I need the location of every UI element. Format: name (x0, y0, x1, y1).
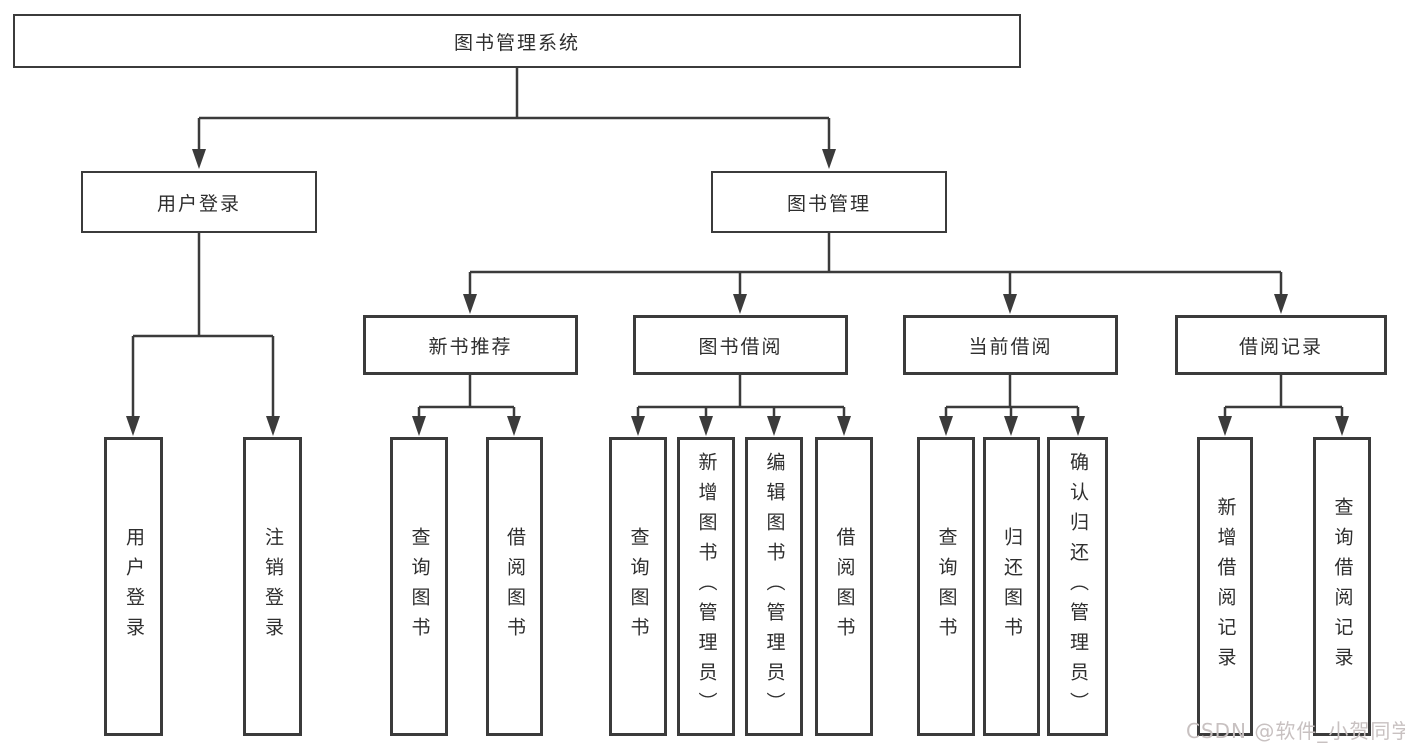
node-book-management-label: 图书管理 (786, 192, 871, 215)
leaf-logout: 注销登录 (243, 437, 302, 736)
leaf-confirm-return-admin-label: 确认归还（管理员） (1067, 451, 1089, 722)
node-current-borrow-label: 当前借阅 (968, 335, 1053, 358)
leaf-add-books-admin: 新增图书（管理员） (677, 437, 735, 736)
node-root-system-label: 图书管理系统 (453, 31, 580, 54)
leaf-query-books-current: 查询图书 (917, 437, 975, 736)
leaf-edit-books-admin: 编辑图书（管理员） (745, 437, 803, 736)
leaf-logout-label: 注销登录 (262, 526, 284, 647)
leaf-borrow-books-recommend: 借阅图书 (486, 437, 543, 736)
leaf-add-books-admin-label: 新增图书（管理员） (695, 451, 718, 722)
node-root-system: 图书管理系统 (13, 14, 1021, 68)
leaf-query-books-borrow-label: 查询图书 (627, 526, 650, 647)
node-book-borrow: 图书借阅 (633, 315, 848, 375)
leaf-confirm-return-admin: 确认归还（管理员） (1047, 437, 1108, 736)
leaf-query-borrow-record: 查询借阅记录 (1313, 437, 1371, 736)
leaf-query-books-current-label: 查询图书 (935, 526, 958, 647)
node-current-borrow: 当前借阅 (903, 315, 1118, 375)
leaf-query-books-recommend: 查询图书 (390, 437, 448, 736)
leaf-query-books-borrow: 查询图书 (609, 437, 667, 736)
leaf-return-books-label: 归还图书 (1001, 526, 1023, 647)
node-new-book-recommend-label: 新书推荐 (428, 335, 513, 358)
leaf-add-borrow-record: 新增借阅记录 (1197, 437, 1253, 736)
leaf-borrow-books-recommend-label: 借阅图书 (504, 526, 526, 647)
leaf-edit-books-admin-label: 编辑图书（管理员） (763, 451, 786, 722)
leaf-user-login: 用户登录 (104, 437, 163, 736)
csdn-watermark: CSDN @软件_小贺同学 (1186, 719, 1405, 743)
node-user-login-label: 用户登录 (156, 192, 241, 215)
leaf-borrow-books-label: 借阅图书 (833, 526, 856, 647)
leaf-return-books: 归还图书 (983, 437, 1040, 736)
leaf-query-borrow-record-label: 查询借阅记录 (1331, 496, 1354, 677)
leaf-user-login-label: 用户登录 (123, 526, 145, 647)
node-new-book-recommend: 新书推荐 (363, 315, 578, 375)
leaf-add-borrow-record-label: 新增借阅记录 (1214, 496, 1237, 677)
leaf-query-books-recommend-label: 查询图书 (408, 526, 431, 647)
node-book-borrow-label: 图书借阅 (698, 335, 783, 358)
node-borrow-record-label: 借阅记录 (1238, 335, 1323, 358)
node-user-login: 用户登录 (81, 171, 317, 233)
node-book-management: 图书管理 (711, 171, 947, 233)
leaf-borrow-books: 借阅图书 (815, 437, 873, 736)
node-borrow-record: 借阅记录 (1175, 315, 1387, 375)
